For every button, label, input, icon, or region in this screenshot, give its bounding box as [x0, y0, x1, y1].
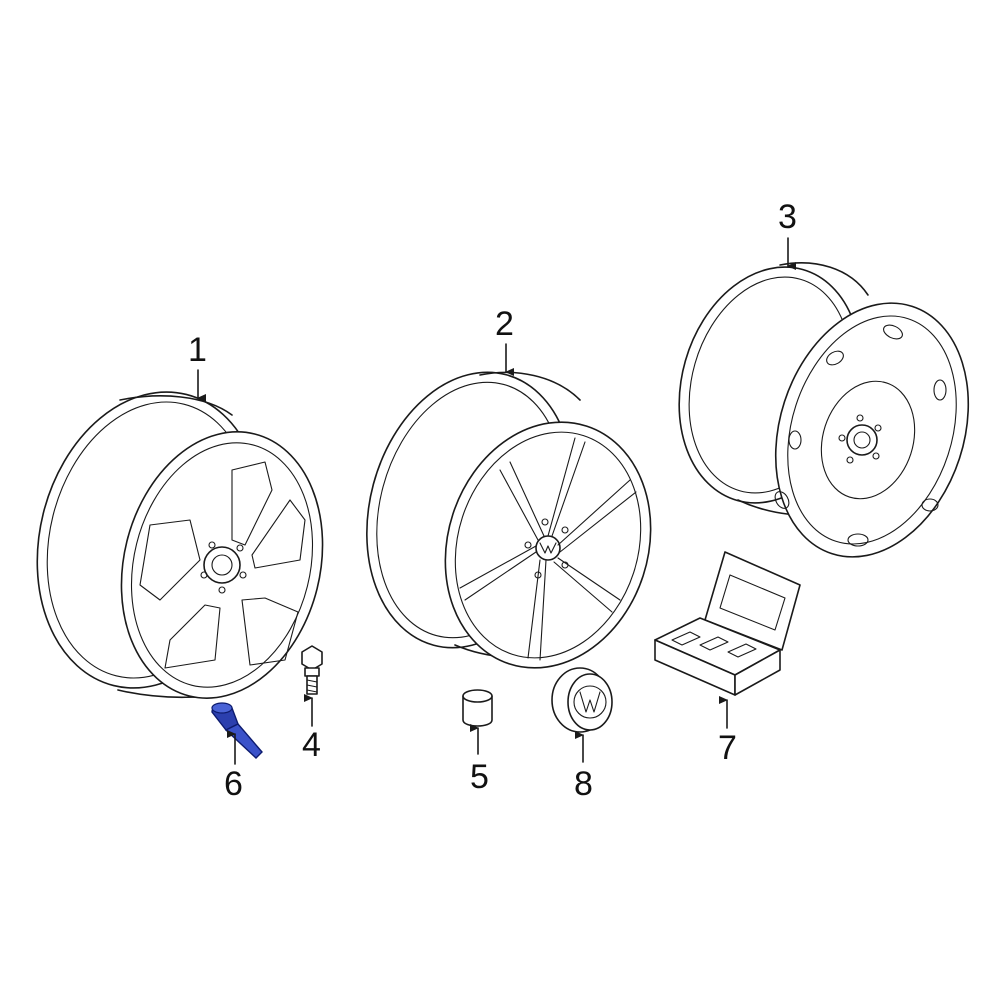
callout-6: 6 [224, 765, 243, 803]
part-6-valve-stem[interactable] [211, 702, 263, 759]
part-8-center-cap[interactable] [551, 667, 613, 733]
callout-1: 1 [188, 331, 207, 369]
callout-4: 4 [302, 726, 321, 764]
callout-5: 5 [470, 758, 489, 796]
part-3-steel-wheel[interactable] [652, 245, 999, 582]
callout-8: 8 [574, 765, 593, 803]
leader-arrows [197, 237, 796, 765]
callout-2: 2 [495, 305, 514, 343]
part-1-alloy-wheel[interactable] [7, 368, 350, 720]
part-2-alloy-wheel[interactable] [337, 349, 682, 695]
callout-3: 3 [778, 198, 797, 236]
part-7-lock-kit-case[interactable] [654, 551, 801, 696]
callout-7: 7 [718, 729, 737, 767]
part-5-cap-sleeve[interactable] [462, 689, 493, 727]
part-4-wheel-bolt[interactable] [301, 645, 323, 695]
